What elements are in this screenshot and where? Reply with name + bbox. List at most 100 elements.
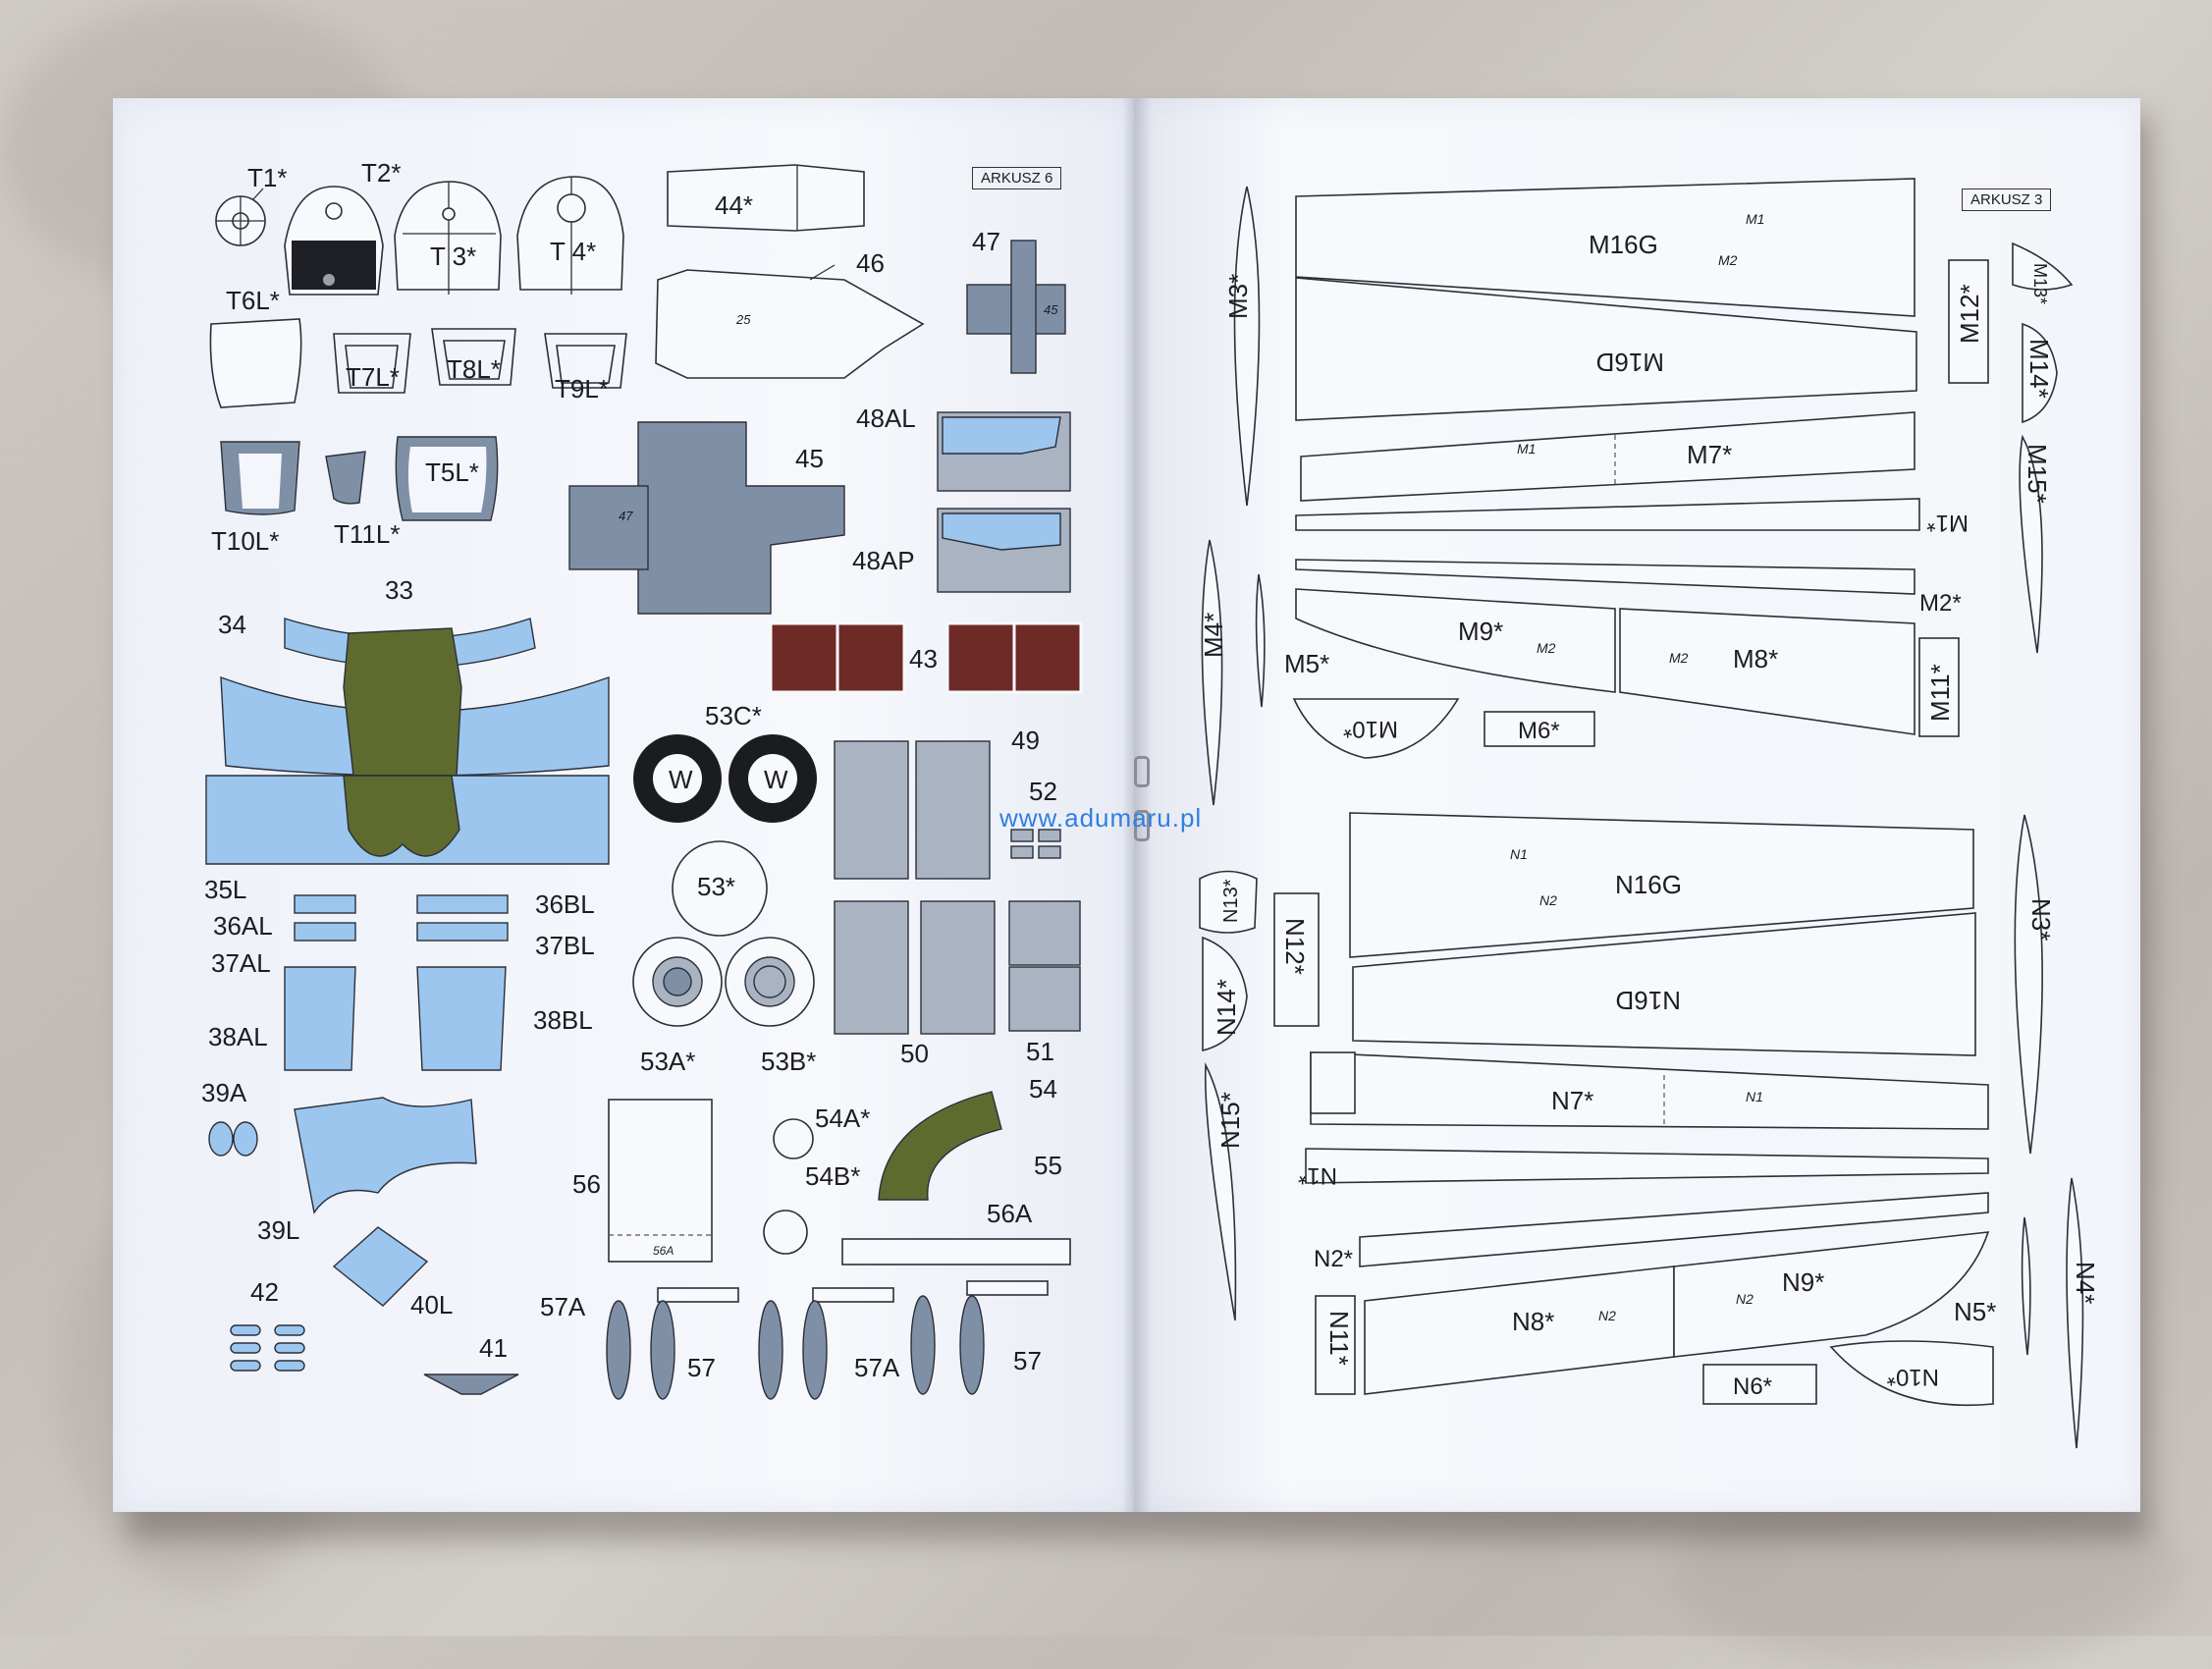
label-50: 50 bbox=[900, 1039, 929, 1068]
small-label-25: 25 bbox=[735, 312, 751, 327]
part-t4 bbox=[516, 176, 624, 295]
part-n16d bbox=[1352, 912, 1976, 1056]
label-57a-right: 57A bbox=[854, 1353, 900, 1382]
part-39a bbox=[208, 1121, 234, 1157]
label-t5l: T5L* bbox=[425, 458, 479, 487]
part-n15 bbox=[1204, 1062, 1237, 1321]
label-36al: 36AL bbox=[213, 911, 273, 941]
label-n2-n9: N2 bbox=[1736, 1291, 1753, 1307]
label-53: 53* bbox=[697, 872, 735, 901]
part-54 bbox=[878, 1091, 1002, 1201]
label-41: 41 bbox=[479, 1333, 508, 1363]
label-n1-strip: N1* bbox=[1298, 1162, 1337, 1189]
label-42: 42 bbox=[250, 1277, 279, 1307]
label-t6l: T6L* bbox=[226, 286, 280, 315]
wheel-w-left: W bbox=[669, 765, 693, 794]
part-t2 bbox=[284, 186, 384, 296]
part-50a bbox=[834, 900, 909, 1035]
part-n6 bbox=[1702, 1364, 1817, 1405]
part-m16g bbox=[1295, 178, 1915, 317]
part-50b bbox=[920, 900, 996, 1035]
gutter bbox=[1122, 98, 1152, 1512]
label-m16d: M16D bbox=[1596, 348, 1664, 377]
wheel-w-right: W bbox=[764, 765, 788, 794]
label-n13: N13* bbox=[1220, 879, 1242, 923]
label-n3: N3* bbox=[2026, 898, 2056, 941]
part-m1-strip bbox=[1295, 498, 1920, 531]
label-m16g: M16G bbox=[1589, 230, 1658, 259]
label-57a-left: 57A bbox=[540, 1292, 586, 1321]
label-m11: M11* bbox=[1925, 664, 1955, 722]
label-40l: 40L bbox=[410, 1290, 453, 1319]
part-36al bbox=[294, 894, 356, 914]
part-n10 bbox=[1829, 1340, 1994, 1407]
part-37bl bbox=[416, 922, 509, 942]
label-n1-spar: N1 bbox=[1746, 1089, 1763, 1104]
label-n16g: N16G bbox=[1615, 870, 1682, 899]
part-t8l bbox=[431, 328, 516, 386]
label-t11l: T11L* bbox=[334, 519, 400, 549]
label-57-left: 57 bbox=[687, 1353, 716, 1382]
label-46: 46 bbox=[856, 248, 885, 278]
part-t6l bbox=[209, 318, 302, 408]
label-m15: M15* bbox=[2023, 444, 2052, 504]
part-n5 bbox=[2021, 1216, 2031, 1356]
label-44: 44* bbox=[715, 190, 753, 220]
label-35l: 35L bbox=[204, 875, 246, 904]
label-m13: M13* bbox=[2030, 263, 2050, 304]
part-t1 bbox=[215, 188, 266, 246]
part-45 bbox=[637, 421, 845, 615]
part-m6 bbox=[1484, 711, 1595, 747]
part-n12 bbox=[1273, 892, 1320, 1027]
small-label-45: 45 bbox=[1044, 302, 1058, 317]
staple-bottom bbox=[1134, 810, 1150, 841]
part-m2-strip bbox=[1295, 559, 1915, 595]
part-n11 bbox=[1315, 1295, 1356, 1395]
part-39l bbox=[294, 1097, 477, 1214]
label-n2-strip: N2* bbox=[1314, 1246, 1353, 1272]
label-51: 51 bbox=[1026, 1037, 1054, 1066]
label-n4: N4* bbox=[2071, 1262, 2100, 1304]
part-n3 bbox=[2014, 814, 2043, 1155]
label-37al: 37AL bbox=[211, 948, 271, 978]
label-m7: M7* bbox=[1687, 440, 1732, 469]
part-51b bbox=[1008, 966, 1081, 1032]
label-53c: 53C* bbox=[705, 701, 762, 730]
part-n2-strip bbox=[1359, 1192, 1989, 1267]
part-36bl bbox=[416, 894, 509, 914]
label-m2-top: M2 bbox=[1718, 252, 1738, 268]
label-n15: N15* bbox=[1215, 1092, 1245, 1149]
part-35l-olive bbox=[343, 775, 460, 857]
part-49b bbox=[915, 740, 991, 880]
label-m1-top: M1 bbox=[1746, 211, 1764, 227]
label-54a: 54A* bbox=[815, 1104, 870, 1133]
label-t2: T2* bbox=[361, 158, 401, 188]
part-33 bbox=[343, 627, 462, 777]
label-53b: 53B* bbox=[761, 1047, 816, 1076]
part-52 bbox=[1010, 829, 1034, 842]
label-48al: 48AL bbox=[856, 404, 916, 433]
sheet-label-right: ARKUSZ 3 bbox=[1962, 188, 2052, 211]
label-n5: N5* bbox=[1954, 1297, 1996, 1326]
label-n1-top: N1 bbox=[1510, 846, 1528, 862]
watermark: www.adumaru.pl bbox=[999, 803, 1203, 833]
part-m8 bbox=[1619, 608, 1915, 735]
small-label-47: 47 bbox=[619, 509, 633, 523]
part-45-flap bbox=[568, 485, 649, 570]
label-m12: M12* bbox=[1955, 284, 1984, 344]
label-45: 45 bbox=[795, 444, 824, 473]
label-33: 33 bbox=[385, 575, 413, 605]
part-41 bbox=[423, 1373, 519, 1395]
label-t8l: T8L* bbox=[447, 354, 501, 384]
part-53 bbox=[672, 840, 768, 937]
label-53a: 53A* bbox=[640, 1047, 695, 1076]
part-m14 bbox=[2022, 322, 2058, 424]
part-t9l bbox=[544, 333, 627, 389]
part-m13 bbox=[2012, 242, 2074, 291]
part-m7 bbox=[1300, 411, 1915, 502]
label-n6: N6* bbox=[1733, 1373, 1772, 1400]
part-m4 bbox=[1201, 539, 1223, 806]
label-56: 56 bbox=[572, 1169, 601, 1199]
small-label-56a: 56A bbox=[653, 1244, 674, 1258]
